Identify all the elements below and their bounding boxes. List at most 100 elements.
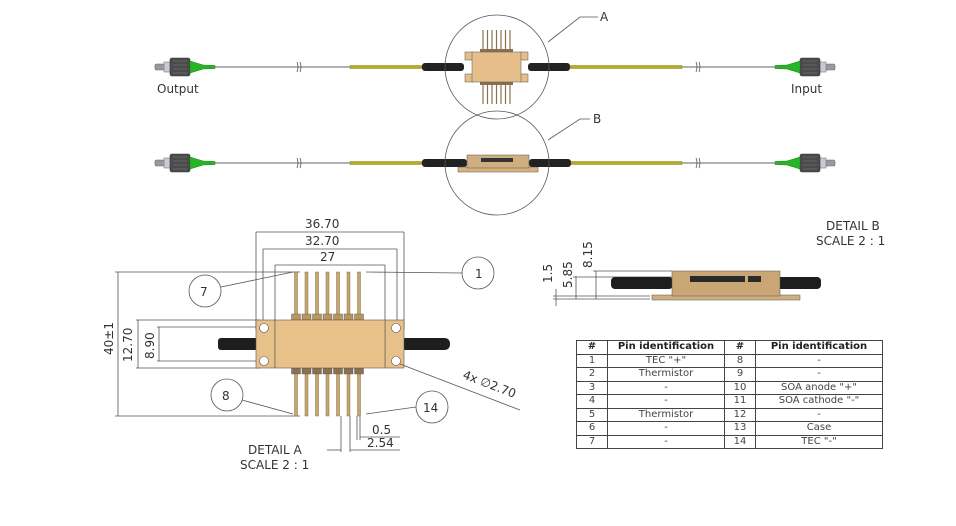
pin-top xyxy=(357,271,361,317)
output-connector-icon xyxy=(154,57,216,77)
pin-seal xyxy=(291,367,301,375)
pin-number-cell: 12 xyxy=(724,407,756,422)
pin-identification-cell: Thermistor xyxy=(607,407,725,422)
pin-identification-cell: - xyxy=(607,394,725,409)
header-pin-id-1: Pin identification xyxy=(607,340,725,355)
fiber-break-icon xyxy=(296,61,302,73)
pin-number-cell: 10 xyxy=(724,380,756,395)
detail-b-scale: SCALE 2 : 1 xyxy=(816,234,885,248)
pin-seal xyxy=(333,313,343,321)
callout-b: B xyxy=(593,112,601,126)
pin-seal xyxy=(354,367,364,375)
dim-body-width: 27 xyxy=(320,250,335,264)
pin-identification-cell: - xyxy=(755,407,883,422)
pin-seal xyxy=(480,49,513,52)
pin-top xyxy=(315,271,319,317)
dim-body-height: 8.15 xyxy=(581,241,595,268)
mount-hole-icon xyxy=(259,323,269,333)
overview-assembly-side: B xyxy=(154,110,836,216)
mount-hole-icon xyxy=(391,323,401,333)
package-side-body xyxy=(671,270,781,297)
pin-number-cell: 9 xyxy=(724,367,756,382)
pin-bottom xyxy=(346,371,351,417)
pin-number-cell: 2 xyxy=(576,367,608,382)
pin-identification-cell: - xyxy=(755,367,883,382)
pin-seal xyxy=(480,82,513,85)
pin-seal xyxy=(333,367,343,375)
pin-bottom xyxy=(304,371,309,417)
pin-seal xyxy=(291,313,301,321)
pin-number-cell: 1 xyxy=(576,353,608,368)
pin-identification-cell: TEC "+" xyxy=(607,353,725,368)
pin-bottom xyxy=(325,371,330,417)
dim-pin-width: 0.5 xyxy=(372,423,391,437)
detail-a-scale: SCALE 2 : 1 xyxy=(240,458,309,472)
detail-a-view: 36.70 32.70 27 40±1 12.70 8.90 xyxy=(102,217,521,472)
pin-number-cell: 3 xyxy=(576,380,608,395)
dim-overall-width: 36.70 xyxy=(305,217,339,231)
pin-number-cell: 8 xyxy=(724,353,756,368)
pin-seal xyxy=(322,367,333,375)
detail-b-view: DETAIL B SCALE 2 : 1 1.5 5.85 8.15 xyxy=(541,219,885,306)
pin-top xyxy=(294,271,298,317)
dim-pin-height: 5.85 xyxy=(561,261,575,288)
pin-top xyxy=(336,271,340,317)
pin-seal xyxy=(322,313,333,321)
dim-pin-pitch: 2.54 xyxy=(367,436,394,450)
dim-flange-thickness: 1.5 xyxy=(541,264,555,283)
header-num-2: # xyxy=(724,340,756,355)
pin-number-cell: 14 xyxy=(724,434,756,449)
input-connector-icon xyxy=(774,57,836,77)
dim-flange-height: 12.70 xyxy=(121,328,135,362)
pin-number-cell: 6 xyxy=(576,421,608,436)
pin-callout-1-label: 1 xyxy=(475,267,483,281)
pin-number-cell: 4 xyxy=(576,394,608,409)
dim-hole-spacing-width: 32.70 xyxy=(305,234,339,248)
pin-number-cell: 7 xyxy=(576,434,608,449)
pin-bottom xyxy=(315,371,319,417)
detail-a-circle xyxy=(444,14,550,120)
detail-a-title: DETAIL A xyxy=(248,443,302,457)
pin-seal xyxy=(301,367,312,375)
mount-hole-icon xyxy=(259,356,269,366)
pin-identification-cell: - xyxy=(755,353,883,368)
table-header-row: # Pin identification # Pin identificatio… xyxy=(576,340,883,355)
package-body xyxy=(274,319,386,369)
dim-holes: 4x ∅2.70 xyxy=(461,368,518,401)
pin-seal xyxy=(312,313,322,321)
output-label: Output xyxy=(157,82,199,96)
pin-identification-cell: - xyxy=(607,421,725,436)
overview-assembly-top: A Output Input xyxy=(154,10,836,120)
input-connector-side-icon xyxy=(774,153,836,173)
pin-seal xyxy=(354,313,364,321)
pin-seal xyxy=(301,313,312,321)
pin-callout-8-label: 8 xyxy=(222,389,230,403)
pin-identification-cell: SOA anode "+" xyxy=(755,380,883,395)
output-connector-side-icon xyxy=(154,153,216,173)
pin-callout-7-label: 7 xyxy=(200,285,208,299)
header-num-1: # xyxy=(576,340,608,355)
mount-hole-icon xyxy=(391,356,401,366)
pin-callout-8 xyxy=(210,378,244,412)
butterfly-package-top xyxy=(464,30,529,104)
pin-identification-cell: - xyxy=(607,380,725,395)
callout-a: A xyxy=(600,10,609,24)
pin-identification-table: # Pin identification # Pin identificatio… xyxy=(576,340,883,449)
pin-top xyxy=(325,271,330,317)
pin-top xyxy=(346,271,351,317)
pin-seal xyxy=(343,367,354,375)
pin-identification-cell: Thermistor xyxy=(607,367,725,382)
pin-seal xyxy=(312,367,322,375)
pin-bottom xyxy=(336,371,340,417)
input-label: Input xyxy=(791,82,822,96)
pin-identification-cell: TEC "-" xyxy=(755,434,883,449)
pin-top xyxy=(304,271,309,317)
pin-number-cell: 11 xyxy=(724,394,756,409)
